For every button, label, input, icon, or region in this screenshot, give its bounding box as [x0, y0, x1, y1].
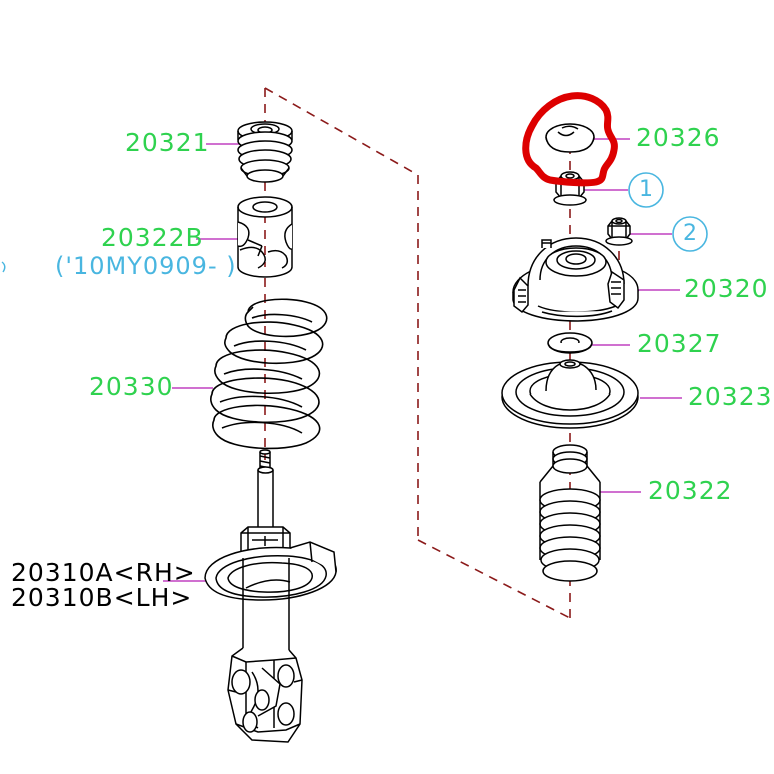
callout-circles [628, 172, 708, 252]
label-20327: 20327 [637, 329, 722, 358]
label-20310a-number: 20310A [11, 558, 114, 587]
part-20321-bumper [237, 121, 293, 183]
label-20321: 20321 [125, 128, 210, 157]
leader-lines [163, 138, 682, 582]
label-20322b-note: ('10MY0909- ) [55, 252, 237, 280]
part-20327-washer [547, 332, 593, 354]
label-20322b: 20322B [101, 223, 204, 252]
label-20310a-side: <RH> [113, 558, 196, 587]
centerline-frame [264, 87, 571, 619]
part-20310-strut-assembly [204, 449, 337, 743]
part-callout-2-nut [605, 217, 633, 246]
part-20322-dust-boot [539, 444, 601, 582]
part-callout-1-nut [553, 171, 587, 206]
label-20326: 20326 [636, 123, 721, 152]
label-20322: 20322 [648, 476, 733, 505]
part-20330-coil-spring [210, 298, 328, 450]
callout-number-2: 2 [683, 221, 697, 246]
label-20310b-number: 20310B [11, 583, 114, 612]
part-20326-top-cap [545, 123, 595, 153]
label-20330: 20330 [89, 372, 174, 401]
part-20323-spring-seat [501, 359, 639, 429]
red-annotation-circle [522, 92, 618, 187]
label-20310b-lh: 20310B<LH> [11, 583, 193, 612]
callout-number-1: 1 [639, 177, 653, 202]
part-20322b-bushing [237, 196, 293, 278]
label-20310b-side: <LH> [113, 583, 193, 612]
edge-artifact [1, 261, 6, 273]
label-20323: 20323 [688, 382, 773, 411]
label-20320: 20320 [684, 274, 769, 303]
label-20310a-rh: 20310A<RH> [11, 558, 196, 587]
part-20320-strut-mount [512, 237, 639, 322]
